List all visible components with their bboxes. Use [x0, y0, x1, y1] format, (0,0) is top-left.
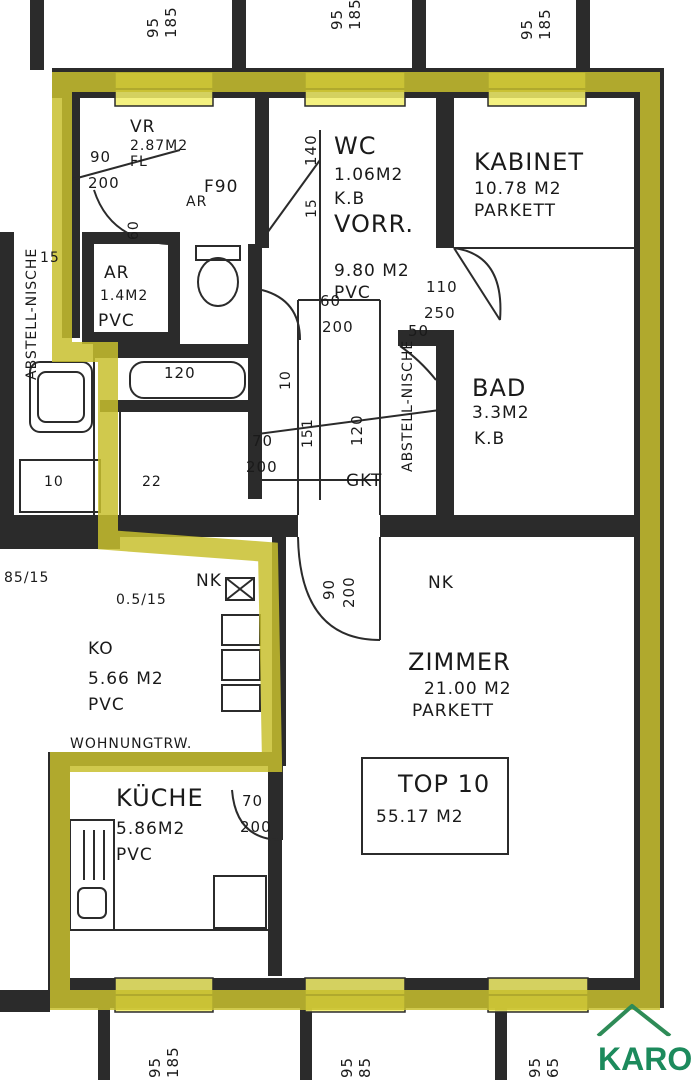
label-ref-ko: 0.5/15 [116, 592, 167, 608]
room-kabinet-area: 10.78 M2 [474, 179, 562, 199]
dim-hall-120b: 120 [348, 414, 366, 446]
dim-bot-3: 95 [526, 1057, 544, 1078]
room-abstell-left-name: ABSTELL-NISCHE [24, 248, 40, 380]
dim-top-1: 95 [144, 17, 162, 38]
logo-wordmark: KAROS [598, 1041, 691, 1077]
dim-vr-door-h: 200 [88, 174, 120, 192]
label-ar-small: AR [186, 194, 207, 210]
room-vorr-name: VORR. [334, 210, 414, 238]
room-wc-area: 1.06M2 [334, 165, 403, 185]
dim-top-3: 95 [518, 19, 536, 40]
room-labels: VR 2.87M2 FL WC 1.06M2 K.B VORR. 9.80 M2… [4, 117, 584, 865]
dim-entry-200: 200 [340, 576, 358, 608]
dim-small-60: 60 [126, 220, 142, 240]
dim-hall-151: 151 [300, 418, 316, 448]
dim-small-10: 10 [44, 474, 64, 490]
dim-top-1b: 185 [162, 6, 180, 38]
room-wc-floor: K.B [334, 189, 365, 209]
room-kueche-area: 5.86M2 [116, 819, 185, 839]
dim-bot-1b: 185 [164, 1046, 182, 1078]
dim-hall-10: 10 [278, 370, 294, 390]
label-nk-ko: NK [196, 571, 222, 591]
dim-top-3b: 185 [536, 8, 554, 40]
dim-bot-2b: 85 [356, 1057, 374, 1078]
dim-small-22: 22 [142, 474, 162, 490]
dim-bot-2: 95 [338, 1057, 356, 1078]
dim-entry-90: 90 [320, 579, 338, 600]
dim-vr-door-w: 90 [90, 148, 111, 166]
dim-wc-140: 140 [302, 134, 320, 166]
room-ar-floor: PVC [98, 311, 135, 331]
room-vorr-area: 9.80 M2 [334, 261, 410, 281]
dim-door-200a: 200 [322, 318, 354, 336]
dimension-lines [69, 130, 441, 500]
top-area: 55.17 M2 [376, 807, 464, 827]
room-ar-name: AR [104, 263, 129, 283]
dim-top-2: 95 [328, 9, 346, 30]
room-zimmer-floor: PARKETT [412, 701, 494, 721]
room-vr-floor: FL [130, 154, 148, 170]
label-gkt: GKT [346, 471, 382, 491]
top-label: TOP 10 [397, 770, 490, 798]
room-kabinet-floor: PARKETT [474, 201, 556, 221]
dim-wc-15: 15 [304, 198, 320, 218]
dim-top-2b: 185 [346, 0, 364, 30]
dim-k-200: 200 [240, 818, 272, 836]
label-ref-left: 85/15 [4, 570, 49, 586]
logo-roof-icon [596, 1004, 672, 1038]
room-vorr-floor: PVC [334, 283, 371, 303]
room-zimmer-area: 21.00 M2 [424, 679, 512, 699]
dim-bot-1: 95 [146, 1057, 164, 1078]
dim-door-50: 50 [408, 322, 429, 340]
room-bad-floor: K.B [474, 429, 505, 449]
room-kueche-floor: PVC [116, 845, 153, 865]
dim-bot-3b: 65 [544, 1057, 562, 1078]
label-nk-zimmer: NK [428, 573, 454, 593]
room-abstell-name: ABSTELL-NISCHE [400, 340, 416, 472]
doors [93, 189, 502, 841]
dim-hall-200: 200 [246, 458, 278, 476]
dim-door-250: 250 [424, 304, 456, 322]
room-vr-area: 2.87M2 [130, 138, 188, 154]
room-kueche-name: KÜCHE [116, 783, 204, 812]
room-ko-name: KO [88, 639, 114, 659]
room-bad-area: 3.3M2 [472, 403, 530, 423]
dimension-labels: 95 185 95 185 95 185 95 185 95 85 95 65 … [44, 0, 562, 1078]
dim-k-70: 70 [242, 792, 263, 810]
dim-bath-120: 120 [164, 364, 196, 382]
room-kabinet-name: KABINET [474, 148, 584, 176]
label-f90: F90 [204, 177, 238, 197]
room-wc-name: WC [334, 132, 377, 160]
room-ko-area: 5.66 M2 [88, 669, 164, 689]
karos-logo: KAROS [596, 1004, 691, 1077]
room-zimmer-name: ZIMMER [408, 648, 511, 676]
dim-door-60: 60 [320, 292, 341, 310]
room-vr-name: VR [130, 117, 155, 137]
room-ar-area: 1.4M2 [100, 288, 148, 304]
dim-door-110: 110 [426, 278, 458, 296]
dim-hall-70: 70 [252, 432, 273, 450]
room-ko-floor: PVC [88, 695, 125, 715]
apartment-outline [50, 72, 660, 1010]
room-bad-name: BAD [472, 374, 526, 402]
label-wohnungstrw: WOHNUNGTRW. [70, 736, 192, 752]
top-box: TOP 10 55.17 M2 [361, 757, 509, 855]
label-stair-15: 15 [40, 250, 60, 266]
